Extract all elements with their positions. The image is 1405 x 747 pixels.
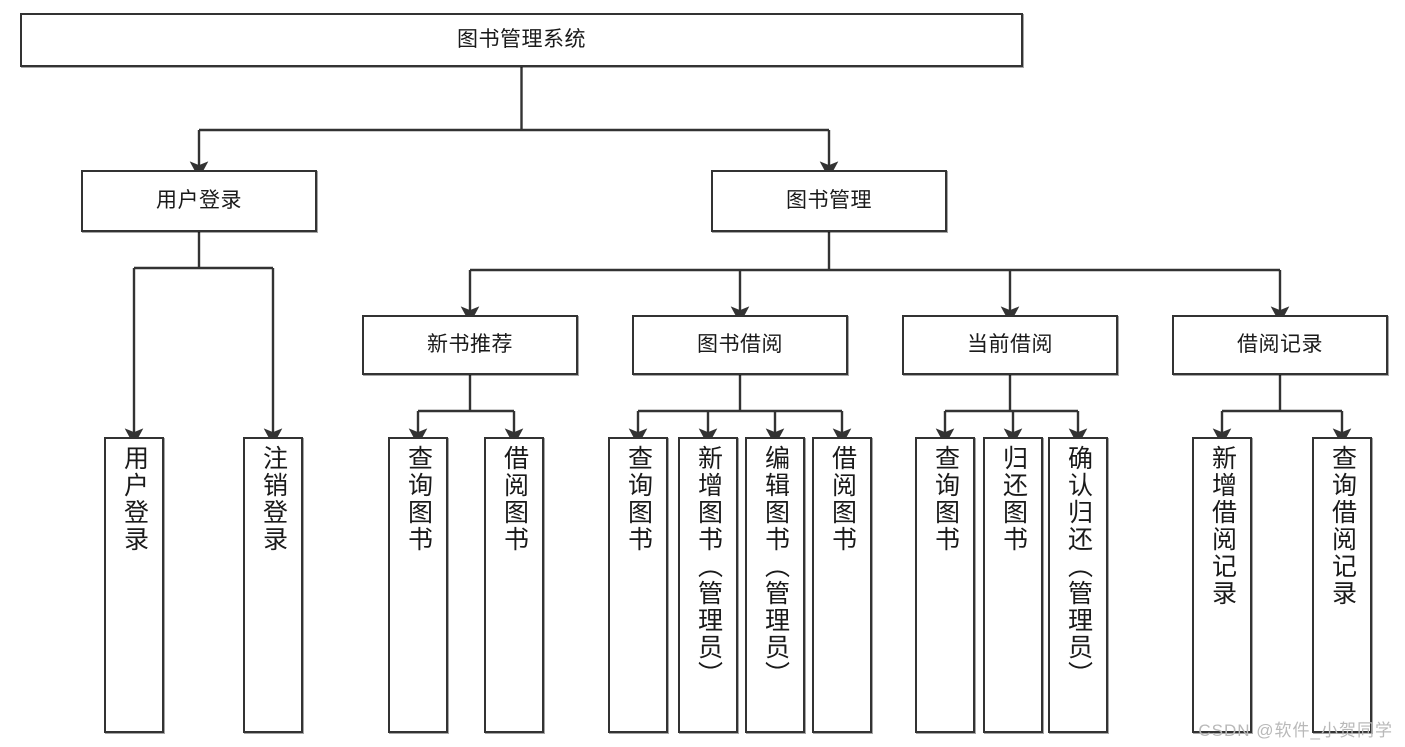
node-leaf-bb-edit[interactable]: 编辑图书（管理员） [745,437,805,733]
node-label: 图书管理系统 [457,28,586,52]
node-label: 查询图书 [404,445,433,553]
node-leaf-cb-query[interactable]: 查询图书 [915,437,975,733]
node-label: 图书管理 [786,189,872,213]
node-label: 查询借阅记录 [1328,445,1357,607]
node-label: 注销登录 [259,445,288,553]
node-book-manage[interactable]: 图书管理 [711,170,947,232]
node-leaf-user-logout[interactable]: 注销登录 [243,437,303,733]
node-new-book-rec[interactable]: 新书推荐 [362,315,578,375]
watermark: CSDN @软件_小贺同学 [1198,721,1393,740]
node-label: 新增图书（管理员） [694,445,723,688]
node-label: 借阅图书 [500,445,529,553]
node-label: 新增借阅记录 [1208,445,1237,607]
node-user-login[interactable]: 用户登录 [81,170,317,232]
node-book-borrow[interactable]: 图书借阅 [632,315,848,375]
node-leaf-nbr-query[interactable]: 查询图书 [388,437,448,733]
node-leaf-nbr-borrow[interactable]: 借阅图书 [484,437,544,733]
node-label: 新书推荐 [427,333,513,357]
node-label: 借阅记录 [1237,333,1323,357]
node-current-borrow[interactable]: 当前借阅 [902,315,1118,375]
node-leaf-cb-return[interactable]: 归还图书 [983,437,1043,733]
node-label: 查询图书 [624,445,653,553]
node-leaf-bb-borrow[interactable]: 借阅图书 [812,437,872,733]
node-label: 查询图书 [931,445,960,553]
node-leaf-br-add[interactable]: 新增借阅记录 [1192,437,1252,733]
node-label: 图书借阅 [697,333,783,357]
node-borrow-record[interactable]: 借阅记录 [1172,315,1388,375]
node-label: 归还图书 [999,445,1028,553]
node-leaf-bb-query[interactable]: 查询图书 [608,437,668,733]
node-label: 确认归还（管理员） [1064,445,1093,688]
node-leaf-user-login[interactable]: 用户登录 [104,437,164,733]
node-label: 编辑图书（管理员） [761,445,790,688]
node-root[interactable]: 图书管理系统 [20,13,1023,67]
node-label: 用户登录 [156,189,242,213]
node-label: 当前借阅 [967,333,1053,357]
node-leaf-cb-confirm[interactable]: 确认归还（管理员） [1048,437,1108,733]
node-label: 借阅图书 [828,445,857,553]
node-leaf-br-query[interactable]: 查询借阅记录 [1312,437,1372,733]
node-leaf-bb-add[interactable]: 新增图书（管理员） [678,437,738,733]
node-label: 用户登录 [120,445,149,553]
